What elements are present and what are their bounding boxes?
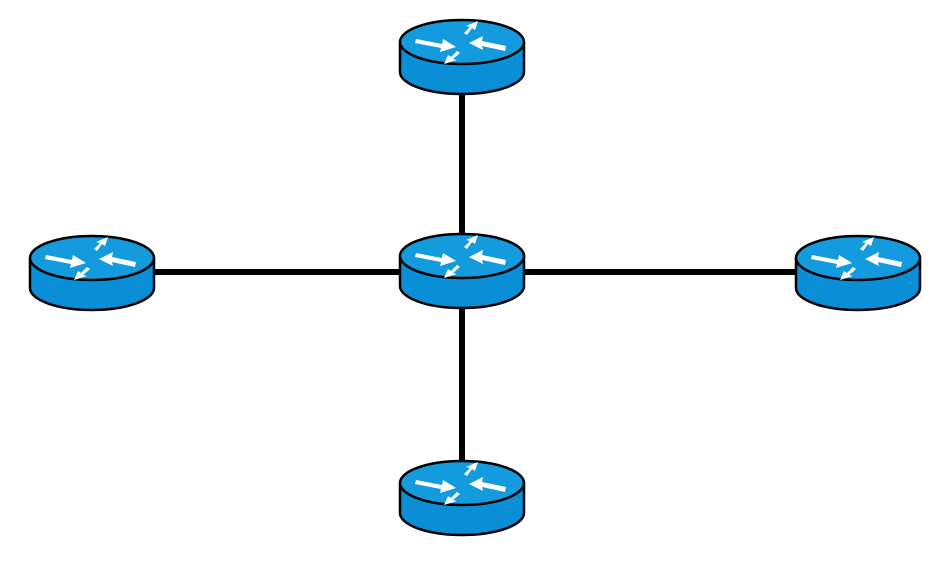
router-icon bbox=[398, 18, 526, 96]
router-icon bbox=[28, 234, 156, 312]
routers-group bbox=[28, 18, 922, 537]
router-icon bbox=[398, 232, 526, 310]
router-icon bbox=[794, 234, 922, 312]
router-icon bbox=[398, 459, 526, 537]
